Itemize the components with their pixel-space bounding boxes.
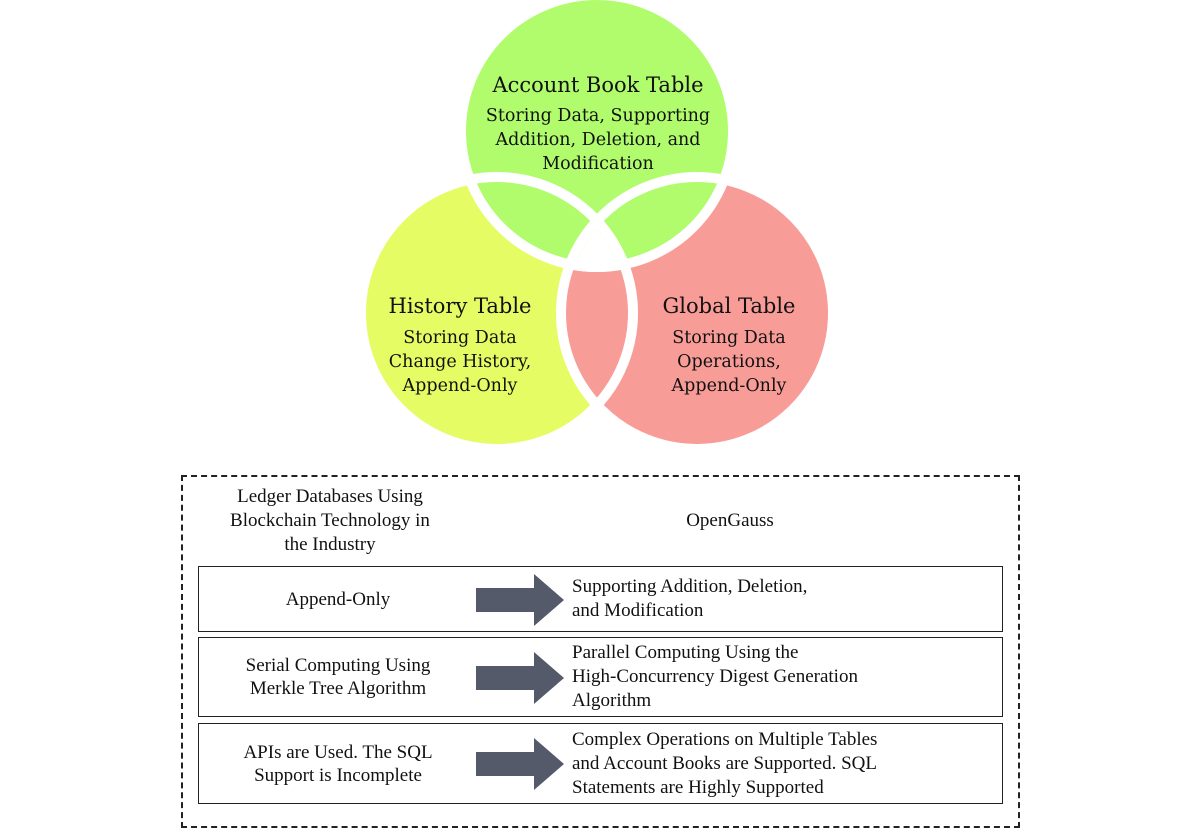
history-circle-outline: [356, 172, 638, 454]
row-left-line: Append-Only: [285, 588, 391, 610]
row-left-text: Append-Only: [199, 567, 477, 631]
row-left-text: APIs are Used. The SQL Support is Incomp…: [199, 724, 477, 803]
global-desc-3: Append-Only: [671, 376, 787, 396]
row-left-line: Serial Computing Using: [245, 655, 431, 676]
account-book-desc-3: Modification: [542, 154, 654, 174]
row-left-line: APIs are Used. The SQL: [243, 741, 433, 763]
row-left-line: Support is Incomplete: [254, 764, 422, 786]
header-left-line: the Industry: [284, 534, 376, 555]
venn-diagram: Account Book Table Storing Data, Support…: [356, 0, 838, 454]
global-title: Global Table: [663, 294, 796, 318]
global-desc-1: Storing Data: [672, 328, 786, 348]
header-industry-ledger: Ledger Databases Using Blockchain Techno…: [190, 485, 470, 557]
history-desc-3: Append-Only: [402, 376, 518, 396]
account-book-desc-1: Storing Data, Supporting: [486, 106, 710, 126]
comparison-row-computing: Serial Computing Using Merkle Tree Algor…: [198, 637, 1003, 717]
global-desc-2: Operations,: [677, 352, 781, 372]
row-right-line: Parallel Computing Using the: [572, 642, 799, 663]
header-left-line: Blockchain Technology in: [230, 510, 430, 531]
row-left-text: Serial Computing Using Merkle Tree Algor…: [199, 638, 477, 716]
global-circle-outline: [556, 172, 838, 454]
history-desc-2: Change History,: [389, 352, 531, 372]
arrow-right-icon: [476, 652, 564, 704]
row-right-text: Parallel Computing Using the High-Concur…: [572, 638, 992, 716]
row-right-line: Complex Operations on Multiple Tables: [572, 728, 878, 750]
arrow-right-icon: [476, 574, 564, 626]
arrow-right-icon: [476, 738, 564, 790]
account-book-table-circle: [461, 0, 733, 267]
row-right-line: and Account Books are Supported. SQL: [572, 752, 878, 774]
row-right-text: Supporting Addition, Deletion, and Modif…: [572, 567, 992, 631]
row-right-line: Supporting Addition, Deletion,: [572, 576, 808, 597]
row-right-text: Complex Operations on Multiple Tables an…: [572, 724, 992, 803]
row-left-line: Merkle Tree Algorithm: [249, 678, 427, 699]
row-right-line: Algorithm: [572, 690, 652, 711]
header-left-line: Ledger Databases Using: [237, 486, 423, 507]
comparison-row-append: Append-Only Supporting Addition, Deletio…: [198, 566, 1003, 632]
comparison-row-sql: APIs are Used. The SQL Support is Incomp…: [198, 723, 1003, 804]
row-right-line: and Modification: [572, 600, 704, 621]
row-right-line: Statements are Highly Supported: [572, 776, 824, 798]
account-book-title: Account Book Table: [491, 73, 703, 97]
comparison-box: [181, 475, 1020, 828]
row-right-line: High-Concurrency Digest Generation: [572, 666, 858, 687]
history-title: History Table: [389, 294, 532, 318]
history-desc-1: Storing Data: [403, 328, 517, 348]
header-opengauss: OpenGauss: [686, 510, 774, 531]
account-book-desc-2: Addition, Deletion, and: [494, 130, 700, 150]
